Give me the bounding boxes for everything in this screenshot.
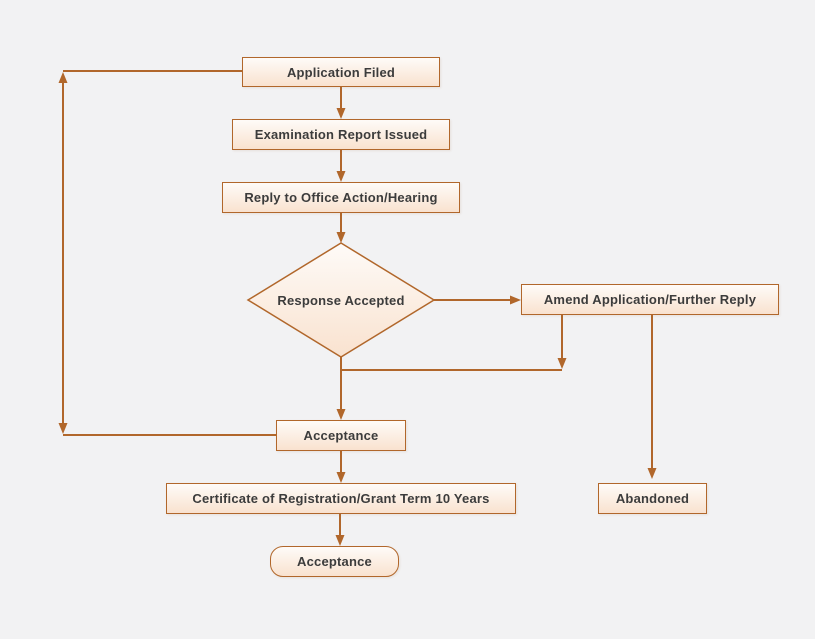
node-label: Acceptance — [303, 428, 379, 443]
node-label: Certificate of Registration/Grant Term 1… — [192, 491, 490, 506]
node-acceptance-terminal: Acceptance — [270, 546, 399, 577]
node-label: Reply to Office Action/Hearing — [244, 190, 438, 205]
edge-acceptance-application-loop — [58, 70, 276, 436]
node-label: Application Filed — [286, 64, 396, 80]
node-label: Response Accepted — [277, 292, 405, 308]
node-label: Amend Application/Further Reply — [543, 292, 757, 307]
edge-application-to-examination — [336, 87, 346, 119]
node-label: Abandoned — [615, 491, 690, 506]
edge-decision-to-amend — [434, 295, 521, 305]
node-abandoned: Abandoned — [598, 483, 707, 514]
edge-acceptance-to-certificate — [336, 451, 346, 483]
node-reply-to-office-action-hearing: Reply to Office Action/Hearing — [222, 182, 460, 213]
node-amend-application-further-reply: Amend Application/Further Reply — [521, 284, 779, 315]
edge-reply-to-decision — [336, 213, 346, 243]
node-response-accepted: Response Accepted — [248, 243, 434, 357]
edge-certificate-to-terminal — [335, 514, 345, 546]
node-examination-report-issued: Examination Report Issued — [232, 119, 450, 150]
node-certificate-of-registration: Certificate of Registration/Grant Term 1… — [166, 483, 516, 514]
edge-examination-to-reply — [336, 150, 346, 182]
node-acceptance: Acceptance — [276, 420, 406, 451]
node-label: Acceptance — [297, 554, 372, 569]
node-application-filed: Application Filed — [242, 57, 440, 87]
node-label: Examination Report Issued — [254, 127, 428, 142]
edge-decision-to-acceptance — [336, 357, 346, 420]
edge-amend-to-abandoned — [647, 315, 657, 479]
edge-amend-to-mainflow — [341, 315, 567, 371]
